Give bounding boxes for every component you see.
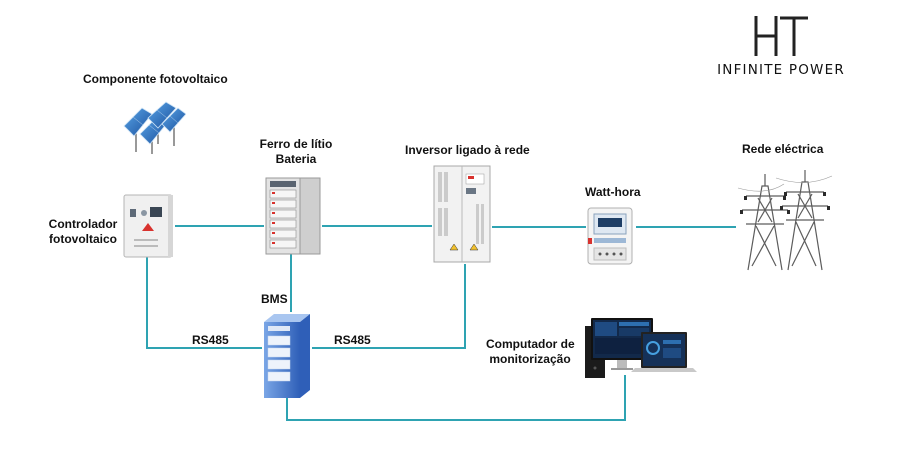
label-rs485-right: RS485 [334,333,371,347]
label-rs485-left: RS485 [192,333,229,347]
transmission-tower-icon [737,170,833,271]
ht-logo-icon [754,16,808,56]
label-battery: Ferro de lítio Bateria [259,137,333,166]
battery-rack-icon [265,177,321,255]
label-monitor: Computador de monitorização [486,337,575,366]
label-inverter: Inversor ligado à rede [405,143,530,157]
label-grid: Rede eléctrica [742,142,824,156]
solar-panel-icon [123,101,186,154]
label-bms: BMS [261,292,288,306]
bms-cabinet-icon [264,314,310,398]
inverter-cabinet-icon [433,165,491,263]
monitoring-computer-icon [585,318,697,378]
line-bms-inverter-rs485 [312,264,466,349]
controller-cabinet-icon [123,194,173,258]
line-controller-bms-rs485 [146,256,262,349]
label-pv-component: Componente fotovoltaico [83,72,228,86]
line-bms-monitor [286,375,626,421]
label-meter: Watt-hora [585,185,641,199]
label-pv-controller: Controlador fotovoltaico [48,217,118,246]
energy-meter-icon [587,207,633,265]
brand-tagline: INFINITE POWER [717,62,845,78]
